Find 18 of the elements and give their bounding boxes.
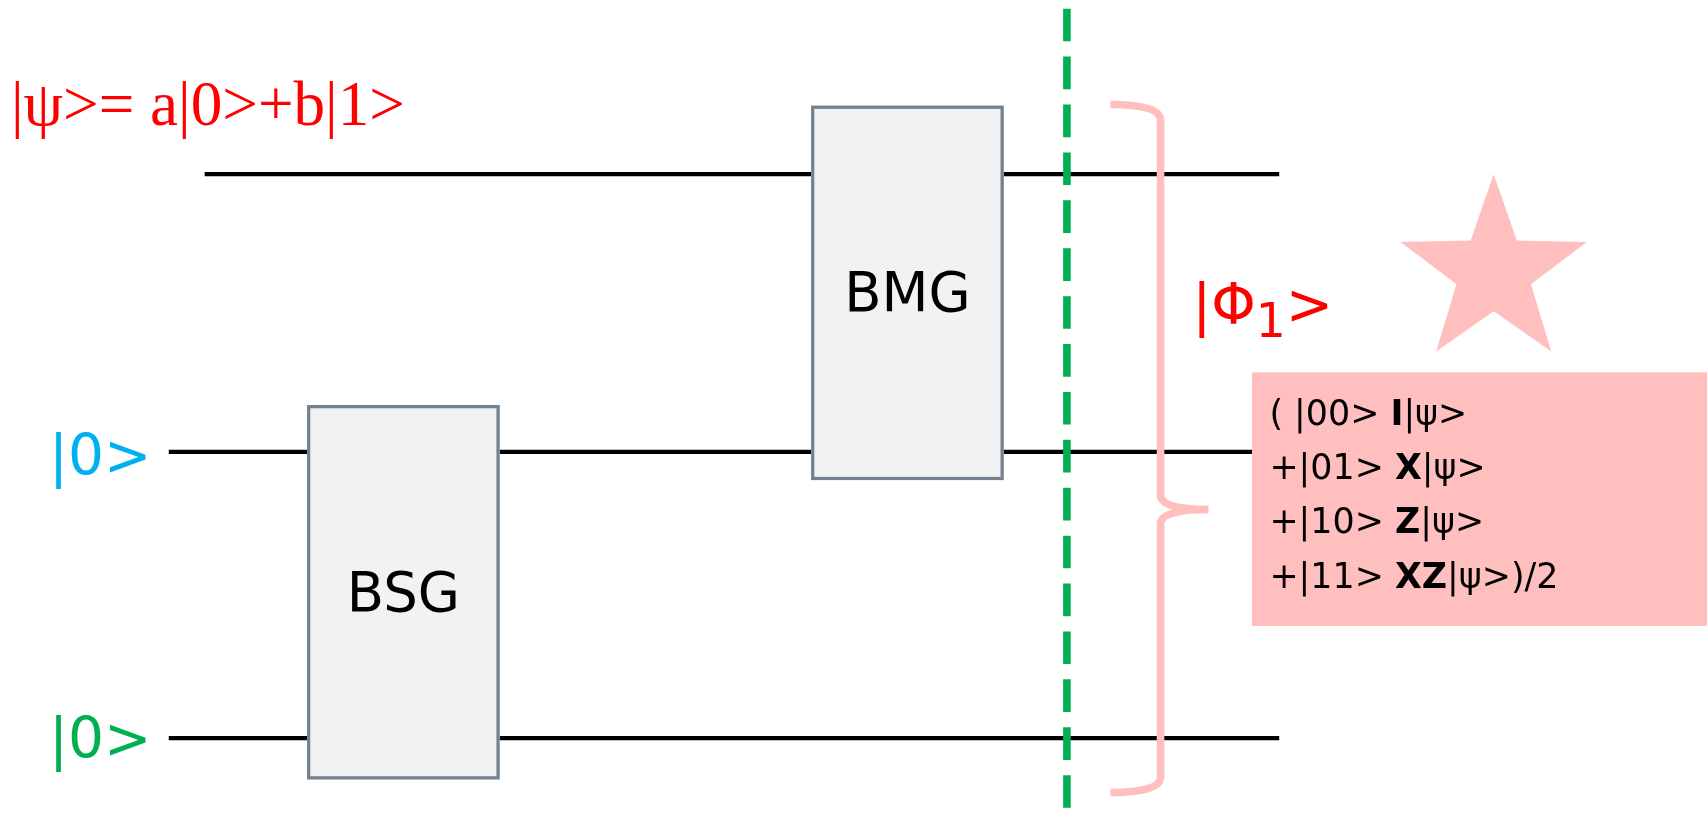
state-label: |Φ$_{1}$> [1192, 272, 1334, 348]
wire [1003, 449, 1252, 454]
wire [1003, 172, 1280, 177]
ket-label: |0> [49, 422, 169, 490]
wire [204, 172, 812, 177]
gate-box: BMG [811, 105, 1004, 481]
ket-label: |0> [49, 705, 169, 773]
equation-line: +|11> XZ|ψ>)/2 [1269, 554, 1560, 599]
equation-line: ( |00> I|ψ> [1269, 390, 1469, 436]
state-label: |ψ>= a|0>+b|1> [10, 67, 405, 141]
wire [168, 735, 307, 741]
state-box [1252, 372, 1707, 626]
gate-box: BSG [307, 405, 500, 780]
equation-line: +|01> X|ψ> [1269, 445, 1487, 490]
wire [499, 449, 812, 454]
equation-line: +|10> Z|ψ> [1269, 499, 1486, 545]
wire [499, 735, 1280, 741]
wire [168, 449, 307, 454]
